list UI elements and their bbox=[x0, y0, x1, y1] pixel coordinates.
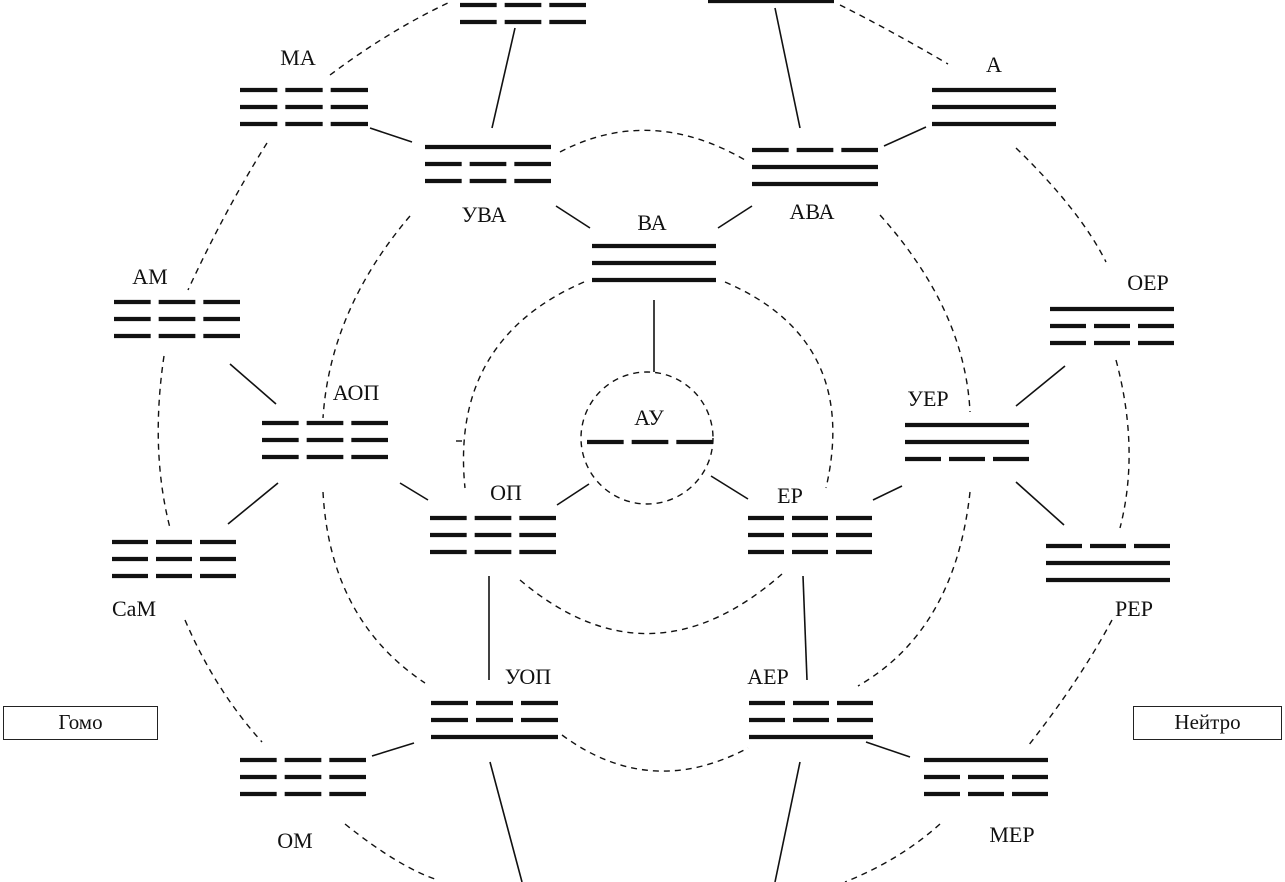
dashed-connector bbox=[157, 355, 171, 529]
node-label-aer: АЕР bbox=[747, 664, 789, 689]
trigram-mer: МЕР bbox=[924, 757, 1048, 847]
trigram-sam: СаМ bbox=[112, 539, 236, 621]
node-label-op: ОП bbox=[490, 480, 522, 505]
node-label-uva: УВА bbox=[462, 202, 507, 227]
trigram-er: ЕР bbox=[748, 483, 872, 555]
node-label-au: АУ bbox=[634, 405, 664, 430]
trigram-nodes: МА А УВА АВА ВА АМ ОЕР АОП УЕР АУ ОП ЕР СаМ РЕР УОП АЕР… bbox=[112, 0, 1174, 853]
node-label-a: А bbox=[986, 52, 1002, 77]
solid-connector bbox=[371, 742, 415, 757]
trigram-uop: УОП bbox=[431, 664, 558, 740]
node-label-oer: ОЕР bbox=[1127, 270, 1169, 295]
trigram-a: А bbox=[932, 52, 1056, 127]
dashed-connector bbox=[559, 129, 746, 161]
solid-connector bbox=[399, 482, 429, 501]
solid-connector bbox=[227, 482, 279, 525]
dashed-connector bbox=[857, 491, 971, 687]
dashed-connector bbox=[844, 823, 941, 882]
dashed-connector bbox=[839, 4, 949, 65]
trigram-uva: УВА bbox=[425, 144, 551, 227]
solid-connector bbox=[774, 761, 801, 882]
dashed-connector bbox=[322, 215, 411, 419]
trigram-rer: РЕР bbox=[1046, 543, 1170, 621]
dashed-connector bbox=[724, 281, 834, 489]
solid-connector bbox=[1015, 481, 1065, 526]
solid-connector bbox=[865, 741, 911, 758]
trigram-om: ОМ bbox=[240, 757, 366, 853]
trigram-op: ОП bbox=[430, 480, 556, 555]
dashed-connector bbox=[329, 1, 451, 76]
trigram-am: АМ bbox=[114, 264, 240, 339]
trigram-aop: АОП bbox=[262, 380, 388, 460]
dashed-connector bbox=[879, 214, 971, 413]
dashed-connector bbox=[561, 734, 749, 772]
dashed-connector bbox=[1015, 147, 1107, 263]
center-dashed-circle bbox=[580, 371, 714, 505]
node-label-mer: МЕР bbox=[989, 822, 1034, 847]
trigram-au: АУ bbox=[587, 405, 713, 445]
trigram-ma: МА bbox=[240, 45, 368, 127]
homo-label-box: Гомо bbox=[3, 706, 158, 740]
trigram-uer: УЕР bbox=[905, 386, 1029, 462]
solid-connector bbox=[369, 127, 413, 143]
node-label-ava: АВА bbox=[789, 199, 834, 224]
solid-connector bbox=[717, 205, 753, 229]
trigram-ava: АВА bbox=[752, 147, 878, 224]
node-label-uop: УОП bbox=[505, 664, 551, 689]
dashed-connector bbox=[1027, 619, 1113, 747]
connector-lines bbox=[157, 1, 1130, 882]
solid-connector bbox=[489, 761, 523, 882]
solid-connector bbox=[555, 205, 591, 229]
dashed-connector bbox=[322, 491, 426, 684]
node-label-er: ЕР bbox=[777, 483, 803, 508]
trigram-top-left bbox=[460, 2, 586, 25]
node-label-aop: АОП bbox=[333, 380, 380, 405]
solid-connector bbox=[229, 363, 277, 405]
node-label-va: ВА bbox=[637, 210, 666, 235]
dashed-connector bbox=[462, 281, 585, 489]
dashed-connector bbox=[519, 573, 783, 635]
dashed-connector bbox=[187, 142, 268, 291]
node-label-sam: СаМ bbox=[112, 596, 156, 621]
node-label-ma: МА bbox=[280, 45, 316, 70]
solid-connector bbox=[872, 485, 903, 501]
trigram-aer: АЕР bbox=[747, 664, 873, 740]
node-label-rer: РЕР bbox=[1115, 596, 1153, 621]
solid-connector bbox=[802, 575, 808, 681]
solid-connector bbox=[710, 475, 749, 500]
dashed-connector bbox=[344, 823, 439, 881]
solid-connector bbox=[883, 126, 927, 147]
dashed-connector bbox=[1115, 359, 1130, 529]
solid-connector bbox=[1015, 365, 1066, 407]
solid-connector bbox=[491, 27, 516, 129]
trigram-oer: ОЕР bbox=[1050, 270, 1174, 346]
solid-connector bbox=[774, 7, 801, 129]
node-label-uer: УЕР bbox=[907, 386, 948, 411]
neutro-label-box: Нейтро bbox=[1133, 706, 1282, 740]
dashed-connector bbox=[184, 619, 263, 743]
solid-connector bbox=[556, 483, 590, 506]
node-label-am: АМ bbox=[132, 264, 167, 289]
node-label-om: ОМ bbox=[277, 828, 312, 853]
trigram-va: ВА bbox=[592, 210, 716, 283]
